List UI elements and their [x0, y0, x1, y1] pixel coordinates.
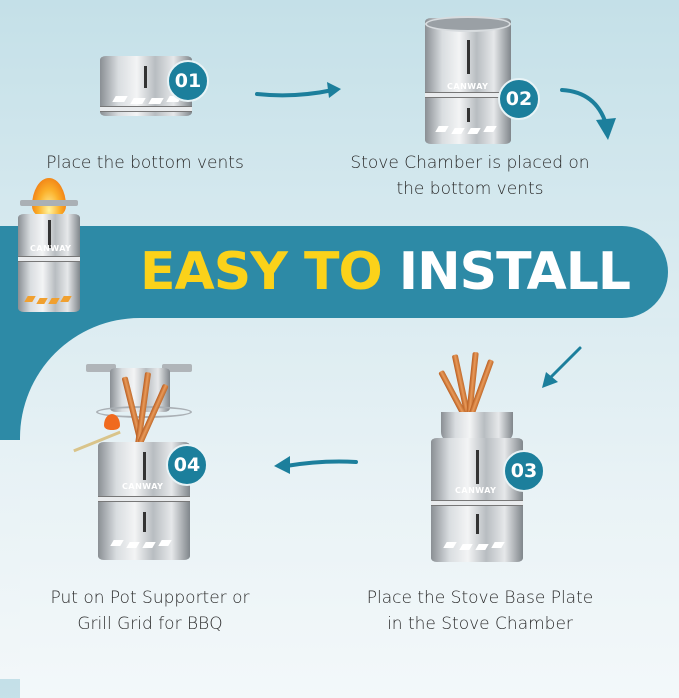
brand-label: CANWAY [30, 244, 72, 253]
step-badge-03: 03 [503, 450, 545, 492]
caption-line: Place the Stove Base Plate [366, 588, 594, 608]
flame-icon [32, 178, 66, 218]
step-03: CANWAY 03 [425, 350, 555, 562]
step-04-caption: Put on Pot Supporter or Grill Grid for B… [20, 585, 280, 637]
page-title: EASY TO INSTALL [140, 238, 631, 306]
caption-line: Grill Grid for BBQ [77, 614, 223, 634]
hero-stove-image: CANWAY [14, 178, 84, 318]
caption-line: Stove Chamber is placed on [350, 153, 590, 173]
step-01-caption: Place the bottom vents [30, 150, 260, 176]
base-plate-image [441, 412, 513, 442]
title-install: INSTALL [398, 242, 631, 302]
step-badge-04: 04 [166, 444, 208, 486]
match-flame-icon [104, 414, 120, 430]
step-02-caption: Stove Chamber is placed on the bottom ve… [340, 150, 600, 202]
caption-line: Place the bottom vents [46, 153, 244, 173]
title-easy-to: EASY TO [140, 242, 383, 302]
brand-label: CANWAY [122, 482, 164, 491]
step-badge-02: 02 [498, 78, 540, 120]
step-02: CANWAY 02 [420, 14, 550, 149]
caption-line: the bottom vents [396, 179, 544, 199]
caption-line: Put on Pot Supporter or [50, 588, 250, 608]
caption-line: in the Stove Chamber [387, 614, 573, 634]
step-04: CANWAY 04 [70, 346, 220, 566]
arrow-down-left-icon [542, 346, 582, 388]
arrow-right-icon [255, 82, 341, 98]
step-03-caption: Place the Stove Base Plate in the Stove … [350, 585, 610, 637]
arrow-left-icon [274, 456, 358, 474]
brand-label: CANWAY [455, 486, 497, 495]
stove-chamber-image: CANWAY [425, 16, 511, 144]
step-badge-01: 01 [167, 60, 209, 102]
step-01: 01 [95, 48, 215, 123]
brand-label: CANWAY [447, 82, 489, 91]
arrow-down-curve-icon [560, 88, 616, 140]
